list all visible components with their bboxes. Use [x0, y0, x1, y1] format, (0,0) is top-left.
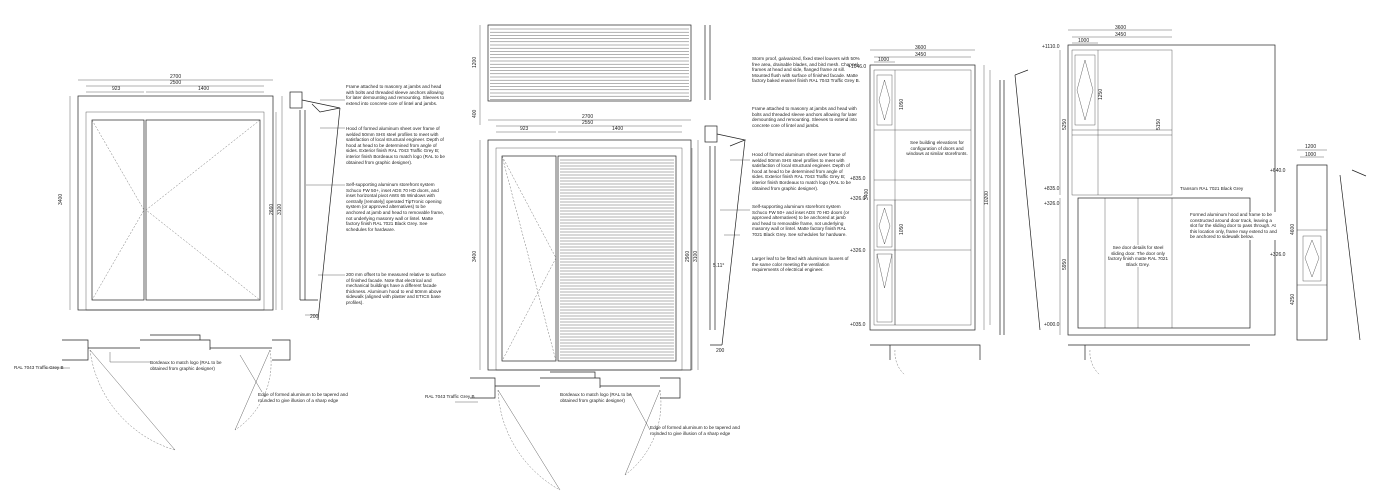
dim-upper-win-3: 1050	[899, 99, 905, 110]
note-hood-1: Hood of formed aluminum sheet over frame…	[346, 126, 445, 165]
dim-height: 3400	[58, 194, 64, 205]
louver-elevation: 1200 400	[472, 24, 711, 125]
door-elevation-2: 2700 2550 923 1400 3400 2960 3100	[472, 114, 699, 371]
dim-small-h1: 4600	[1290, 224, 1296, 235]
dim-left-leaf-2: 923	[520, 126, 529, 132]
note-elevations-3: See building elevations for configuratio…	[906, 140, 968, 157]
door-louver-blades	[560, 159, 674, 359]
level-4-4: +000.0	[1044, 322, 1060, 328]
dim-right-leaf: 1400	[198, 86, 209, 92]
dim-overall: 2700	[170, 74, 181, 80]
dim-inner-2: 2550	[582, 120, 593, 126]
level-4-5: +640.0	[1270, 168, 1286, 174]
dim-door-h-2: 2960	[685, 251, 691, 262]
dim-left-4: 1000	[1078, 38, 1089, 44]
dim-offset-2: 200	[716, 348, 725, 354]
dim-gap: 400	[472, 109, 478, 118]
dim-angle: 5.11°	[713, 263, 724, 269]
dim-louver-h: 1200	[472, 57, 478, 68]
section-1: 200	[289, 91, 345, 321]
plan-2	[455, 371, 681, 491]
note-frame-1: Frame attached to masonry at jambs and h…	[346, 84, 445, 106]
level-3: +326.0	[850, 196, 866, 202]
plan-note-1a: RAL 7043 Traffic Grey B	[14, 365, 64, 370]
dim-right-leaf-2: 1400	[612, 126, 623, 132]
storefront-elevation-3: 3600 3450 1000 1050 1050 3400 10200 +104…	[848, 45, 1041, 376]
level-2: +835.0	[850, 176, 866, 182]
level-4-3: +326.0	[1044, 201, 1060, 207]
note-louver-2: Storm proof, galvanized, fixed steel lou…	[752, 56, 861, 84]
door-elevation-1: 2700 2500 923 1400 3400 2660 3100	[58, 74, 283, 311]
dim-overall-3: 3600	[915, 45, 926, 51]
dim-offset: 200	[310, 314, 319, 320]
plan-note-1c: Edge of formed aluminum to be tapered an…	[258, 392, 348, 403]
level-1: +1046.0	[848, 64, 866, 70]
note-storefront-2: Self-supporting aluminum storefront syst…	[752, 204, 850, 237]
plan-note-2b: Bordeaux to match logo (RAL to be obtain…	[560, 392, 632, 403]
dim-win-4: 1250	[1098, 89, 1104, 100]
dim-height-2: 3400	[472, 251, 478, 262]
plan-1	[45, 334, 291, 451]
dim-inner-4: 3450	[1115, 32, 1126, 38]
dim-overall-4: 3600	[1115, 25, 1126, 31]
plan-note-1b: Bordeaux to match logo (RAL to be obtain…	[150, 360, 222, 371]
dim-frame-h: 3100	[277, 204, 283, 215]
dim-small-w: 1200	[1305, 144, 1316, 150]
note-offset-1: 200 mm offset to be measured relative to…	[346, 272, 446, 305]
level-4-6: +326.0	[1270, 252, 1286, 258]
dim-mid-3: 3400	[864, 189, 870, 200]
note-door-4: See door details for steel sliding door.…	[1107, 245, 1169, 268]
dim-inner-3: 3450	[915, 52, 926, 58]
dim-small-h2: 4250	[1290, 294, 1296, 305]
section-2: 5.11° 200	[704, 125, 750, 354]
plan-note-2a: RAL 7043 Traffic Grey B	[425, 394, 475, 399]
level-4-2: +835.0	[1044, 186, 1060, 192]
dim-overall-2: 2700	[582, 114, 593, 120]
note-hood-2: Hood of formed aluminum sheet over frame…	[752, 152, 851, 191]
dim-lower-win-3: 1050	[899, 224, 905, 235]
note-frame-2: Frame attached to masonry at jambs and h…	[752, 106, 857, 128]
level-4: +326.0	[850, 248, 866, 254]
level-4-1: +1110.0	[1042, 44, 1060, 50]
dim-total-h-3: 10200	[984, 191, 990, 205]
dim-door-h: 2660	[269, 204, 275, 215]
note-hood-4: Formed aluminum hood and frame to be con…	[1190, 212, 1280, 240]
level-5: +035.0	[850, 322, 866, 328]
note-transom-4: Transom RAL 7021 Black Grey	[1180, 186, 1270, 192]
dim-left-leaf: 923	[112, 86, 121, 92]
dim-inner: 2500	[170, 80, 181, 86]
dim-small-inner: 1000	[1305, 152, 1316, 158]
dim-frame-h-2: 3100	[693, 251, 699, 262]
dim-left-3: 1000	[878, 57, 889, 63]
note-storefront-1: Self-supporting aluminum storefront syst…	[346, 182, 445, 232]
plan-note-2c: Edge of formed aluminum to be tapered an…	[650, 425, 740, 436]
storefront-elevation-4: 3600 3450 1000 1250 5250 5150 5950 +1110…	[1042, 25, 1367, 376]
dim-lower-h-4: 5950	[1062, 259, 1068, 270]
note-louver-leaf-2: Larger leaf to be fitted with aluminum l…	[752, 256, 849, 273]
dim-upper-h-4: 5250	[1062, 119, 1068, 130]
dim-frame-h-4: 5150	[1156, 119, 1162, 130]
